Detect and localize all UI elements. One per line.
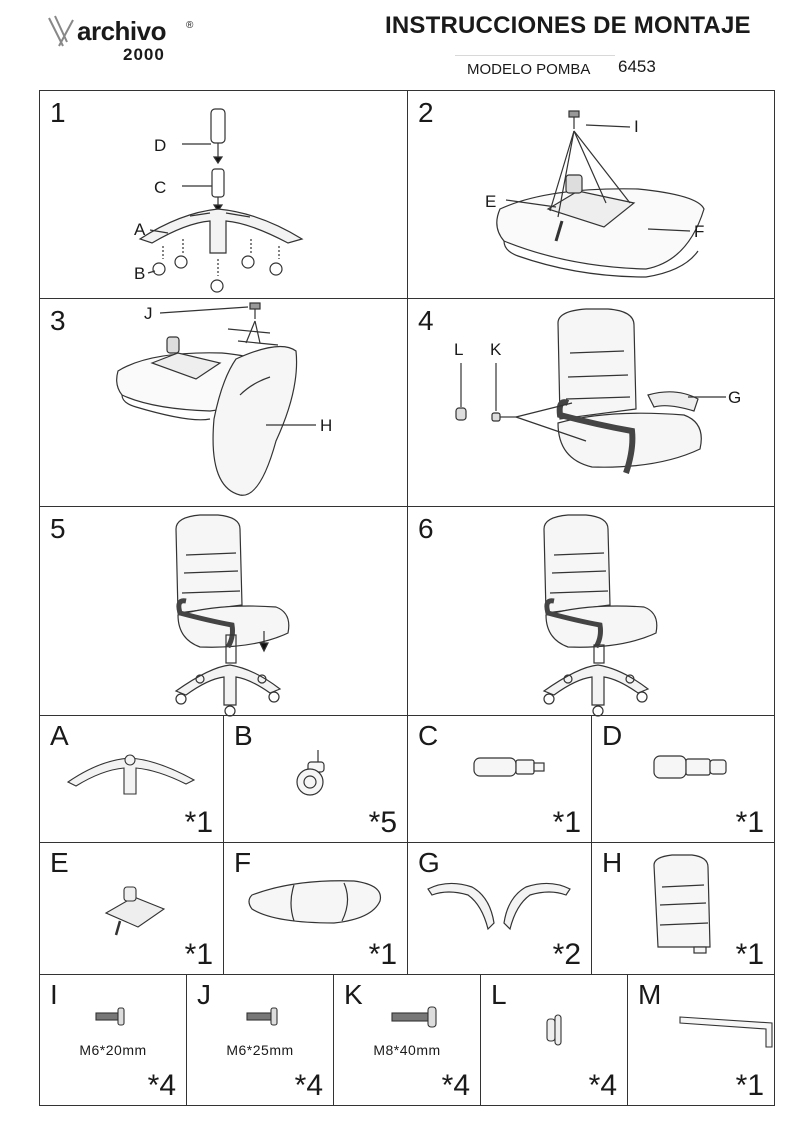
screw-m8-40-icon: [391, 1006, 437, 1028]
part-spec: M6*25mm: [226, 1042, 294, 1058]
part-j-panel: J M6*25mm *4: [186, 974, 334, 1106]
label-e: E: [485, 192, 496, 211]
step-number: 6: [418, 513, 434, 544]
part-letter: E: [50, 847, 69, 878]
five-star-base-icon: [66, 754, 196, 795]
label-k: K: [490, 340, 502, 359]
screw-m6-25-icon: [246, 1007, 278, 1026]
part-letter: J: [197, 979, 211, 1010]
part-letter: K: [344, 979, 363, 1010]
seat-cushion-icon: [248, 880, 382, 924]
step-3-panel: 3 J H: [39, 298, 408, 507]
part-h-panel: H *1: [591, 842, 775, 975]
part-quantity: *4: [147, 1069, 176, 1102]
part-quantity: *1: [184, 806, 213, 839]
step-number: 1: [50, 97, 66, 128]
gas-cylinder-cover-icon: [473, 757, 545, 777]
part-letter: G: [418, 847, 440, 878]
model-label: MODELO POMBA: [467, 61, 591, 78]
label-h: H: [320, 416, 332, 435]
label-j: J: [144, 304, 153, 323]
logo-registered-mark: ®: [186, 20, 194, 31]
part-quantity: *1: [184, 938, 213, 971]
label-g: G: [728, 388, 741, 407]
step-1-illustration: D C A B: [134, 108, 304, 293]
model-number: 6453: [618, 57, 656, 76]
step-6-illustration: [542, 514, 658, 717]
step-5-illustration: [174, 514, 290, 717]
label-d: D: [154, 136, 166, 155]
part-quantity: *4: [588, 1069, 617, 1102]
step-6-panel: 6: [407, 506, 775, 717]
part-quantity: *1: [735, 1069, 764, 1102]
part-quantity: *1: [735, 938, 764, 971]
part-e-panel: E *1: [39, 842, 224, 975]
part-k-panel: K M8*40mm *4: [333, 974, 481, 1106]
part-letter: L: [491, 979, 507, 1010]
step-4-panel: 4 L K G: [407, 298, 775, 507]
label-i: I: [634, 117, 639, 136]
step-2-illustration: I E F: [485, 110, 705, 278]
part-b-panel: B *5: [223, 715, 408, 843]
label-a: A: [134, 220, 146, 239]
end-cap-icon: [546, 1014, 562, 1046]
part-d-panel: D *1: [591, 715, 775, 843]
screw-m6-20-icon: [95, 1007, 125, 1026]
step-2-panel: 2 I E F: [407, 90, 775, 299]
label-l: L: [454, 340, 463, 359]
step-4-illustration: L K G: [454, 308, 741, 474]
part-letter: F: [234, 847, 252, 878]
logo-number: 2000: [123, 45, 165, 64]
part-spec: M8*40mm: [373, 1042, 441, 1058]
step-1-panel: 1: [39, 90, 408, 299]
tilt-mechanism-icon: [104, 886, 166, 936]
allen-key-icon: [679, 1016, 773, 1048]
part-quantity: *1: [735, 806, 764, 839]
step-5-panel: 5: [39, 506, 408, 717]
logo-brand-text: archivo: [77, 16, 167, 46]
armrest-pair-icon: [427, 882, 571, 931]
part-quantity: *4: [294, 1069, 323, 1102]
step-3-illustration: J H: [116, 302, 332, 496]
part-f-panel: F *1: [223, 842, 408, 975]
model-box: MODELO POMBA: [455, 55, 615, 78]
backrest-icon: [653, 854, 711, 954]
part-quantity: *1: [552, 806, 581, 839]
part-spec: M6*20mm: [79, 1042, 147, 1058]
step-number: 5: [50, 513, 66, 544]
instruction-grid: 1: [39, 90, 775, 1106]
step-number: 3: [50, 305, 66, 336]
part-g-panel: G *2: [407, 842, 592, 975]
label-b: B: [134, 264, 145, 283]
part-a-panel: A *1: [39, 715, 224, 843]
step-number: 4: [418, 305, 434, 336]
part-letter: H: [602, 847, 623, 878]
label-f: F: [694, 222, 704, 241]
part-letter: I: [50, 979, 58, 1010]
part-quantity: *5: [368, 806, 397, 839]
part-letter: A: [50, 720, 69, 751]
part-quantity: *2: [552, 938, 581, 971]
part-quantity: *1: [368, 938, 397, 971]
brand-logo: archivo ® 2000: [45, 12, 205, 70]
label-c: C: [154, 178, 166, 197]
document-title: INSTRUCCIONES DE MONTAJE: [385, 12, 751, 39]
gas-lift-icon: [653, 755, 727, 779]
part-c-panel: C *1: [407, 715, 592, 843]
part-letter: D: [602, 720, 623, 751]
part-letter: M: [638, 979, 662, 1010]
part-letter: C: [418, 720, 439, 751]
caster-wheel-icon: [296, 750, 325, 796]
part-l-panel: L *4: [480, 974, 628, 1106]
part-m-panel: M *1: [627, 974, 775, 1106]
logo-mark-icon: [48, 15, 74, 47]
step-number: 2: [418, 97, 434, 128]
part-quantity: *4: [441, 1069, 470, 1102]
part-letter: B: [234, 720, 253, 751]
part-i-panel: I M6*20mm *4: [39, 974, 187, 1106]
